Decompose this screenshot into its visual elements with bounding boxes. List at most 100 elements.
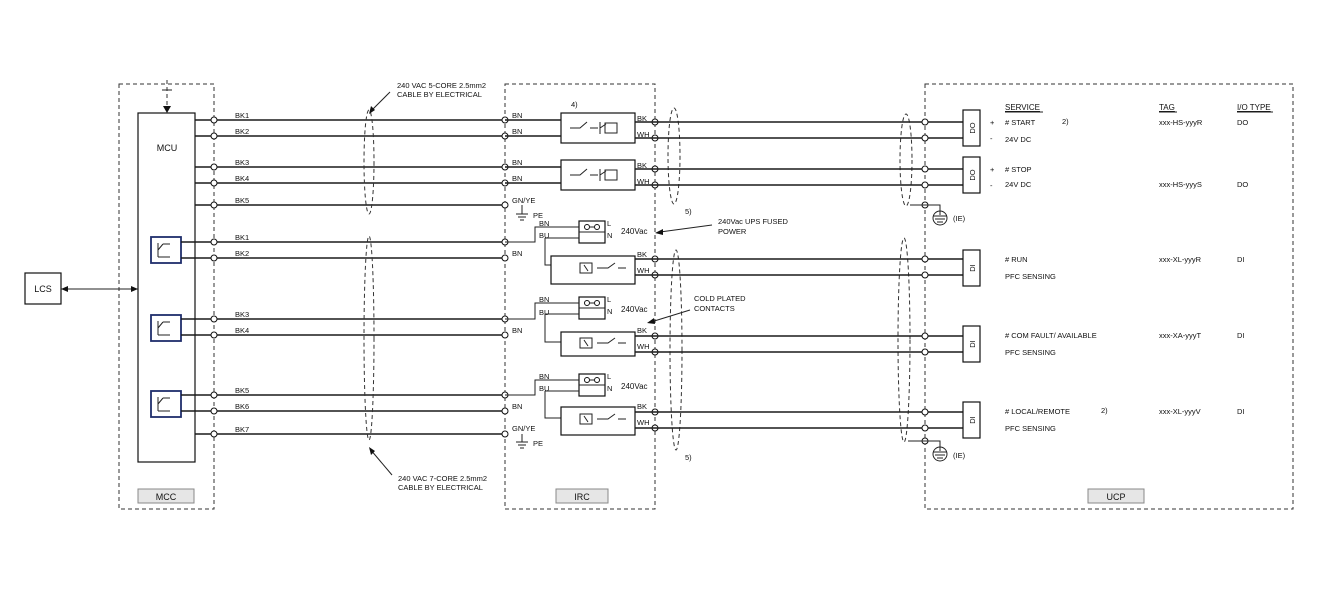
ucp-cable-ellipse-top — [899, 113, 913, 207]
lcs-arrow-left — [61, 286, 68, 292]
io-type: DI — [1237, 331, 1245, 340]
io-box-label: DI — [968, 340, 977, 348]
pe-ground-top — [516, 205, 528, 221]
cold-callout-leader — [650, 309, 691, 323]
supply-voltage: 240Vac — [621, 227, 648, 236]
cable-top-line2: CABLE BY ELECTRICAL — [397, 90, 482, 99]
ups-callout-arrow — [655, 229, 663, 235]
io-service: # COM FAULT/ AVAILABLE — [1005, 331, 1097, 340]
ucp-cable-ellipse-bottom — [897, 237, 911, 443]
mcc-label: MCC — [156, 492, 177, 502]
wire-label: BK1 — [235, 111, 249, 120]
cable-7core-ellipse — [363, 235, 375, 441]
cable-bottom-leader — [369, 448, 393, 476]
io-box-do-start — [962, 109, 981, 147]
ups-callout-line1: 240Vac UPS FUSED — [718, 217, 788, 226]
irc-psu-3-wire — [505, 379, 579, 419]
irc-wire-label: BN — [539, 219, 549, 228]
io-box-label: DO — [968, 122, 977, 133]
io-box-di-local — [962, 401, 981, 439]
mcu-feed-arrow — [163, 106, 171, 113]
ucp-shield-wire-bottom — [908, 440, 941, 451]
io-type: DO — [1237, 118, 1248, 127]
cable-bottom-arrow — [369, 447, 375, 455]
irc-wire-label: BU — [539, 231, 549, 240]
wire-label: BK2 — [235, 127, 249, 136]
irc-right-label: WH — [637, 266, 650, 275]
supply-voltage: 240Vac — [621, 305, 648, 314]
supply-n: N — [607, 231, 612, 240]
cold-callout-arrow — [647, 318, 655, 324]
irc-di-relay-2 — [560, 331, 636, 357]
ucp-panel — [924, 83, 1294, 510]
io-type: DO — [1237, 180, 1248, 189]
wire-label: BK2 — [235, 249, 249, 258]
irc-right-label: WH — [637, 130, 650, 139]
cold-callout-line1: COLD PLATED — [694, 294, 746, 303]
io-tag: xxx-XL-yyyR — [1159, 255, 1202, 264]
irc-right-label: WH — [637, 342, 650, 351]
io-box-label: DI — [968, 416, 977, 424]
mcu-relay-3 — [150, 390, 182, 418]
io-tag: xxx-HS-yyyR — [1159, 118, 1203, 127]
note-5: 5) — [685, 453, 692, 462]
lcs-box — [24, 272, 62, 305]
ie-label: (IE) — [953, 451, 966, 460]
io-tag: xxx-XL-yyyV — [1159, 407, 1201, 416]
plus-sign: + — [990, 118, 995, 127]
io-service: # RUN — [1005, 255, 1028, 264]
header-service: SERVICE — [1005, 103, 1040, 112]
io-service: # LOCAL/REMOTE — [1005, 407, 1070, 416]
pe-ground-bottom — [516, 434, 528, 449]
mcu-label: MCU — [157, 143, 178, 153]
cable-top-line1: 240 VAC 5-CORE 2.5mm2 — [397, 81, 486, 90]
mcc-panel — [118, 83, 215, 510]
irc-wire-label: BN — [512, 158, 522, 167]
wire-label: BK4 — [235, 326, 249, 335]
ups-callout-leader — [659, 224, 713, 233]
io-service: # STOP — [1005, 165, 1032, 174]
irc-right-label: WH — [637, 418, 650, 427]
minus-sign: - — [990, 134, 993, 143]
irc-wire-label: BN — [539, 295, 549, 304]
irc-di-relay-1 — [550, 255, 636, 285]
io-type: DI — [1237, 255, 1245, 264]
irc-right-label: BK — [637, 250, 647, 259]
io-tag: xxx-XA-yyyT — [1159, 331, 1202, 340]
pe-label: PE — [533, 211, 543, 220]
irc-wire-label: BU — [539, 384, 549, 393]
supply-n: N — [607, 384, 612, 393]
wire-label: BK7 — [235, 425, 249, 434]
io-note: 2) — [1101, 406, 1108, 415]
mcu-relay-1 — [150, 236, 182, 264]
irc-psu-1 — [578, 220, 606, 244]
io-service: # START — [1005, 118, 1036, 127]
io-box-do-stop — [962, 156, 981, 194]
ucp-shield-wire-top — [910, 204, 941, 215]
ucp-label: UCP — [1106, 492, 1125, 502]
lcs-label: LCS — [34, 284, 52, 294]
lcs-arrow-right — [131, 286, 138, 292]
irc-right-label: BK — [637, 114, 647, 123]
irc-cable-ellipse-bottom — [669, 249, 683, 451]
ucp-ground-top — [932, 210, 948, 226]
ucp-terminals — [921, 118, 929, 445]
irc-do-relay-2 — [560, 159, 636, 191]
irc-right-label: WH — [637, 177, 650, 186]
ups-callout-line2: POWER — [718, 227, 747, 236]
irc-wire-label: BN — [512, 249, 522, 258]
supply-voltage: 240Vac — [621, 382, 648, 391]
wire-label: BK1 — [235, 233, 249, 242]
mcc-terminals — [210, 116, 218, 438]
io-box-di-run — [962, 249, 981, 287]
irc-wire-label: BN — [512, 402, 522, 411]
io-service-sub: 24V DC — [1005, 135, 1032, 144]
pe-label: PE — [533, 439, 543, 448]
cable-top-arrow — [369, 106, 375, 114]
io-box-label: DO — [968, 169, 977, 180]
io-box-di-fault — [962, 325, 981, 363]
wire-label: BK3 — [235, 310, 249, 319]
io-tag: xxx-HS-yyyS — [1159, 180, 1202, 189]
cold-callout-line2: CONTACTS — [694, 304, 735, 313]
